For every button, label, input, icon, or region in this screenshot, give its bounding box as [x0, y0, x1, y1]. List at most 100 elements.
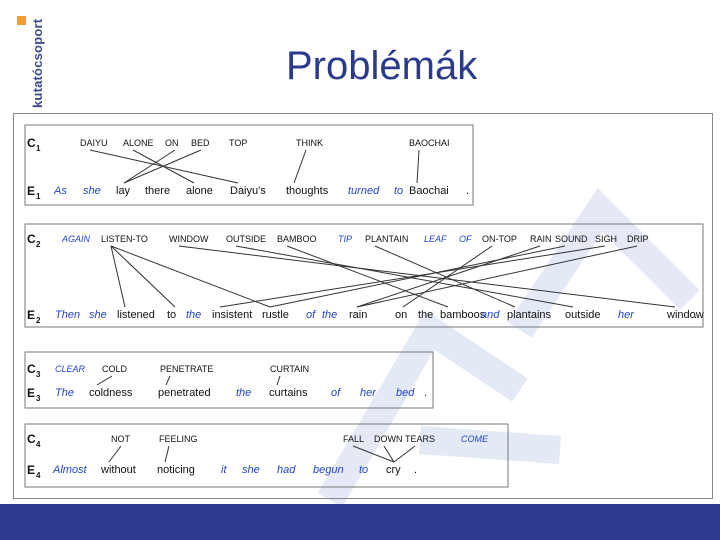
chinese-gloss-word: ALONE	[123, 138, 154, 148]
chinese-gloss-word: DOWN	[374, 434, 403, 444]
alignment-link	[293, 149, 307, 184]
english-word: to	[167, 309, 176, 321]
e-subscript: 1	[36, 192, 41, 201]
english-word: she	[83, 185, 101, 197]
english-word: window	[666, 309, 704, 321]
english-word: there	[145, 185, 170, 197]
c-subscript: 2	[36, 240, 41, 249]
english-word: The	[55, 387, 74, 399]
alignment-link	[269, 245, 566, 308]
c-label: C	[27, 232, 36, 246]
sentence-block	[24, 223, 704, 328]
e-subscript: 4	[36, 471, 41, 480]
chinese-gloss-word: CURTAIN	[270, 364, 309, 374]
english-word: cry	[386, 464, 401, 476]
chinese-gloss-word: OUTSIDE	[226, 234, 266, 244]
english-word: bed	[396, 387, 415, 399]
english-word: of	[306, 309, 316, 321]
c-subscript: 1	[36, 144, 41, 153]
c-label: C	[27, 362, 36, 376]
english-word: bamboos	[440, 309, 486, 321]
chinese-gloss-word: COME	[461, 434, 489, 444]
e-label: E	[27, 184, 35, 198]
chinese-gloss-word: FEELING	[159, 434, 198, 444]
c-label: C	[27, 432, 36, 446]
alignment-link	[164, 445, 170, 463]
english-word: outside	[565, 309, 600, 321]
alignment-link	[96, 375, 113, 386]
english-word: penetrated	[158, 387, 211, 399]
e-label: E	[27, 308, 35, 322]
english-word: coldness	[89, 387, 133, 399]
english-word: to	[394, 185, 403, 197]
chinese-gloss-word: NOT	[111, 434, 131, 444]
alignment-link	[416, 149, 420, 184]
english-word: her	[618, 309, 635, 321]
e-subscript: 2	[36, 316, 41, 325]
figure-frame	[13, 113, 713, 499]
chinese-gloss-word: PENETRATE	[160, 364, 213, 374]
alignment-link	[374, 245, 516, 308]
chinese-gloss-word: THINK	[296, 138, 323, 148]
footer-band	[0, 504, 720, 540]
english-word: it	[221, 464, 227, 476]
sentence-block	[24, 351, 434, 409]
chinese-gloss-word: CLEAR	[55, 364, 86, 374]
c-label: C	[27, 136, 36, 150]
alignment-link	[123, 149, 202, 184]
e-label: E	[27, 386, 35, 400]
english-word: turned	[348, 185, 380, 197]
english-word: rustle	[262, 309, 289, 321]
english-word: .	[466, 185, 469, 197]
alignment-link	[352, 445, 395, 463]
alignment-link	[178, 245, 676, 308]
english-word: rain	[349, 309, 367, 321]
chinese-gloss-word: LEAF	[424, 234, 447, 244]
english-word: to	[359, 464, 368, 476]
english-word: she	[89, 309, 107, 321]
e-subscript: 3	[36, 394, 41, 403]
alignment-link	[235, 245, 574, 308]
english-word: noticing	[157, 464, 195, 476]
c-subscript: 3	[36, 370, 41, 379]
english-word: alone	[186, 185, 213, 197]
english-word: .	[414, 464, 417, 476]
english-word: lay	[116, 185, 131, 197]
chinese-gloss-word: FALL	[343, 434, 364, 444]
english-word: the	[236, 387, 251, 399]
english-word: Almost	[52, 464, 88, 476]
chinese-gloss-word: ON-TOP	[482, 234, 517, 244]
chinese-gloss-word: TIP	[338, 234, 352, 244]
english-word: plantains	[507, 309, 552, 321]
english-word: without	[100, 464, 136, 476]
english-word: she	[242, 464, 260, 476]
alignment-link	[110, 245, 271, 308]
chinese-gloss-word: DAIYU	[80, 138, 108, 148]
english-word: the	[322, 309, 337, 321]
chinese-gloss-word: COLD	[102, 364, 128, 374]
page-title: Problémák	[286, 44, 478, 88]
english-word: .	[424, 387, 427, 399]
english-word: begun	[313, 464, 344, 476]
chinese-gloss-word: TEARS	[405, 434, 435, 444]
english-word: the	[418, 309, 433, 321]
chinese-gloss-word: RAIN	[530, 234, 552, 244]
english-word: had	[277, 464, 296, 476]
english-word: Daiyu's	[230, 185, 266, 197]
logo-square	[17, 16, 26, 25]
alignment-link	[123, 149, 176, 184]
english-word: the	[186, 309, 201, 321]
chinese-gloss-word: LISTEN-TO	[101, 234, 148, 244]
chinese-gloss-word: WINDOW	[169, 234, 209, 244]
chinese-gloss-word: OF	[459, 234, 472, 244]
alignment-link	[219, 245, 606, 308]
chinese-gloss-word: BED	[191, 138, 210, 148]
chinese-gloss-word: AGAIN	[61, 234, 91, 244]
english-word: and	[481, 309, 500, 321]
alignment-link	[108, 445, 122, 463]
chinese-gloss-word: SOUND	[555, 234, 588, 244]
english-word: on	[395, 309, 407, 321]
e-label: E	[27, 463, 35, 477]
chinese-gloss-word: TOP	[229, 138, 247, 148]
